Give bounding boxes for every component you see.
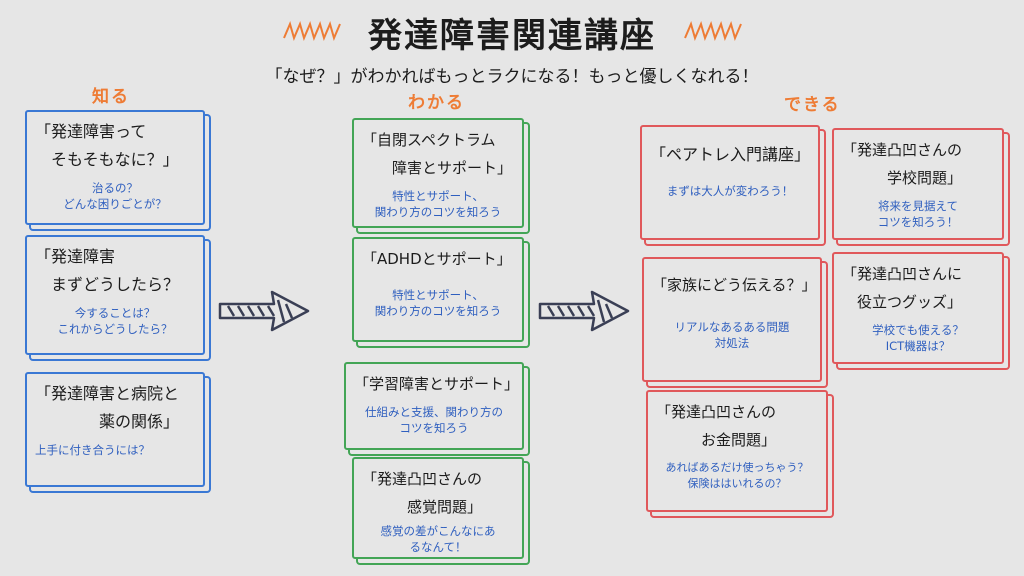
arrow-understand-to-can-icon bbox=[538, 290, 630, 332]
page-subtitle: 「なぜ？」がわかればもっとラクになる！もっと優しくなれる！ bbox=[265, 67, 759, 87]
know-card-3-body: 上手に付き合うには？ bbox=[35, 443, 150, 457]
title-decoration-left bbox=[283, 21, 341, 41]
can-card-3: 「家族にどう伝える？」 リアルなあるある問題 対処法 bbox=[642, 257, 822, 382]
know-card-1-body: 治るの？ どんな困りごとが？ bbox=[63, 181, 167, 211]
can-card-5-title: 「発達凸凹さんの お金問題」 bbox=[656, 403, 777, 449]
know-card-2-title: 「発達障害 まずどうしたら？ bbox=[35, 247, 180, 294]
can-card-1-title: 「ペアトレ入門講座」 bbox=[650, 145, 811, 164]
arrow-know-to-understand-icon bbox=[218, 290, 310, 332]
can-card-5-body: あればあるだけ使っちゃう？ 保険ははいれるの？ bbox=[665, 461, 809, 490]
know-card-2-body: 今することは？ これからどうしたら？ bbox=[57, 306, 173, 336]
understand-card-1: 「自閉スペクトラム 障害とサポート」 特性とサポート、 関わり方のコツを知ろう bbox=[352, 118, 524, 228]
title-decoration-right bbox=[684, 21, 742, 41]
column-heading-understand: わかる bbox=[408, 93, 465, 113]
can-card-3-body: リアルなあるある問題 対処法 bbox=[674, 320, 790, 350]
can-card-1-body: まずは大人が変わろう！ bbox=[666, 184, 794, 198]
understand-card-3-body: 仕組みと支援、関わり方の コツを知ろう bbox=[365, 405, 503, 435]
can-card-4-title: 「発達凸凹さんに 役立つグッズ」 bbox=[842, 265, 963, 311]
can-card-5: 「発達凸凹さんの お金問題」 あればあるだけ使っちゃう？ 保険ははいれるの？ bbox=[646, 390, 828, 512]
know-card-2: 「発達障害 まずどうしたら？ 今することは？ これからどうしたら？ bbox=[25, 235, 205, 355]
understand-card-4-body: 感覚の差がこんなにあ るなんて！ bbox=[380, 524, 496, 554]
understand-card-1-title: 「自閉スペクトラム 障害とサポート」 bbox=[362, 131, 513, 177]
understand-card-2-body: 特性とサポート、 関わり方のコツを知ろう bbox=[374, 288, 502, 318]
understand-card-2: 「ADHDとサポート」 特性とサポート、 関わり方のコツを知ろう bbox=[352, 237, 524, 342]
can-card-2: 「発達凸凹さんの 学校問題」 将来を見据えて コツを知ろう！ bbox=[832, 128, 1004, 240]
know-card-1: 「発達障害って そもそもなに？」 治るの？ どんな困りごとが？ bbox=[25, 110, 205, 225]
column-heading-know: 知る bbox=[92, 87, 130, 107]
understand-card-3: 「学習障害とサポート」 仕組みと支援、関わり方の コツを知ろう bbox=[344, 362, 524, 450]
understand-card-4: 「発達凸凹さんの 感覚問題」 感覚の差がこんなにあ るなんて！ bbox=[352, 457, 524, 559]
page-title: 発達障害関連講座 bbox=[368, 16, 656, 56]
understand-card-1-body: 特性とサポート、 関わり方のコツを知ろう bbox=[374, 189, 502, 219]
understand-card-4-title: 「発達凸凹さんの 感覚問題」 bbox=[362, 470, 483, 516]
understand-card-3-title: 「学習障害とサポート」 bbox=[354, 375, 520, 393]
can-card-4: 「発達凸凹さんに 役立つグッズ」 学校でも使える？ ICT機器は？ bbox=[832, 252, 1004, 364]
understand-card-2-title: 「ADHDとサポート」 bbox=[362, 250, 512, 268]
can-card-4-body: 学校でも使える？ ICT機器は？ bbox=[872, 323, 964, 353]
column-heading-can: できる bbox=[784, 95, 841, 115]
can-card-2-body: 将来を見据えて コツを知ろう！ bbox=[877, 199, 959, 229]
can-card-3-title: 「家族にどう伝える？」 bbox=[652, 276, 817, 294]
can-card-2-title: 「発達凸凹さんの 学校問題」 bbox=[842, 141, 963, 187]
know-card-3: 「発達障害と病院と 薬の関係」 上手に付き合うには？ bbox=[25, 372, 205, 487]
know-card-3-title: 「発達障害と病院と 薬の関係」 bbox=[35, 384, 180, 431]
know-card-1-title: 「発達障害って そもそもなに？」 bbox=[35, 122, 179, 169]
can-card-1: 「ペアトレ入門講座」 まずは大人が変わろう！ bbox=[640, 125, 820, 240]
